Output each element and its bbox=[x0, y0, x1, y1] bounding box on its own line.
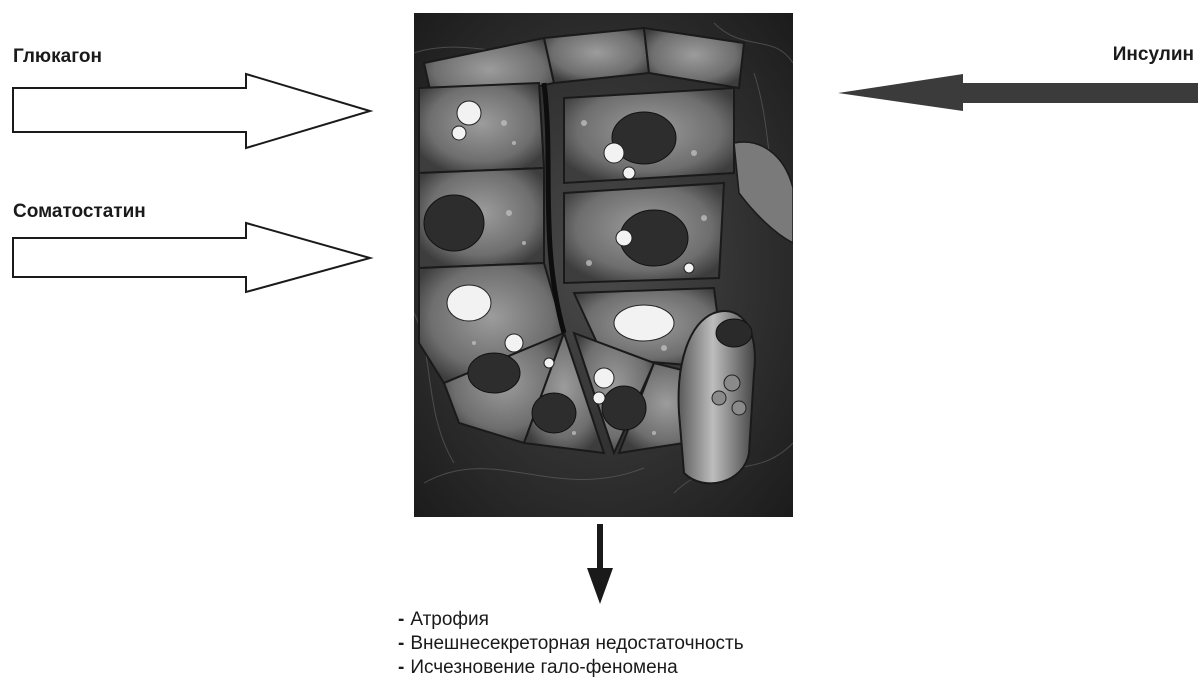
effect-text: Внешнесекреторная недостаточность bbox=[410, 633, 743, 654]
effect-item: -Атрофия bbox=[398, 608, 744, 632]
effects-list: -Атрофия -Внешнесекреторная недостаточно… bbox=[398, 608, 744, 680]
effect-text: Атрофия bbox=[410, 609, 489, 630]
effect-item: -Внешнесекреторная недостаточность bbox=[398, 632, 744, 656]
effect-item: -Исчезновение гало-феномена bbox=[398, 656, 744, 680]
effect-text: Исчезновение гало-феномена bbox=[410, 657, 677, 678]
